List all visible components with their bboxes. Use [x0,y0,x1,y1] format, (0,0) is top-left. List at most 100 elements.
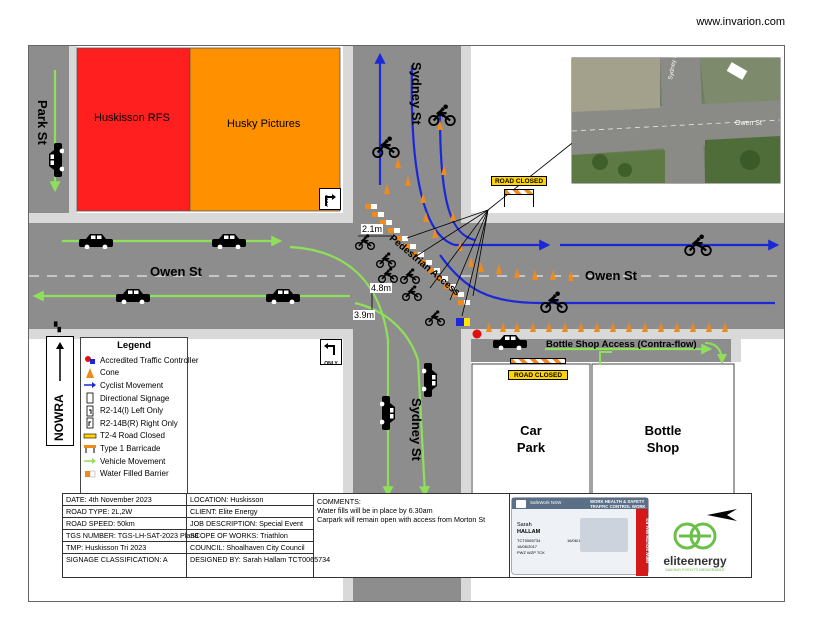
info-location: LOCATION: Huskisson [187,494,313,507]
left-only-sign-icon [86,405,94,417]
info-road-type: ROAD TYPE: 2L,2W [63,506,186,519]
info-column-2: LOCATION: Huskisson CLIENT: Elite Energy… [187,494,331,577]
legend-label: T2-4 Road Closed [100,431,165,441]
legend-label: Vehicle Movement [100,456,166,466]
card-first-name: Sarah [517,522,532,528]
road-closed-sign-bottom: ROAD CLOSED [508,358,568,382]
card-dob: 16/06/1987 [567,538,588,543]
sydney-st-south-label: Sydney St [409,398,424,461]
legend-item: Cone [81,367,187,380]
info-client: CLIENT: Elite Energy [187,506,313,519]
svg-text:Sydney St: Sydney St [668,52,679,80]
bottle-shop-label-line-2: Shop [646,440,680,455]
info-tgs-number: TGS NUMBER: TGS-LH-SAT-2023 Plan8 [63,530,198,543]
dimension-3-9m: 3.9m [353,310,376,320]
legend: Legend Accredited Traffic Controller Con… [80,337,199,494]
card-number: TCT0065734 [517,538,541,543]
card-issue-date: 16/06/2017 [517,544,538,549]
info-designed-by: DESIGNED BY: Sarah Hallam TCT0065734 [190,555,331,565]
watermark-url: www.invarion.com [696,16,785,28]
legend-item: R2-14B(R) Right Only [81,417,187,430]
bottle-shop-label-line-1: Bottle [644,423,682,438]
directional-sign-nowra: NOWRA [46,336,74,446]
barricade-icon [510,358,566,364]
card-state: NEW SOUTH WALES [645,518,651,563]
building-rfs-label: Huskisson RFS [94,112,170,124]
legend-label: R2-14(l) Left Only [100,406,164,416]
bottle-shop-label: Bottle Shop [592,422,734,456]
svg-text:N: N [731,513,736,520]
barricade-icon [84,445,96,454]
road-closed-text-bottom: ROAD CLOSED [508,370,568,380]
card-org: SafeWork NSW [530,500,562,505]
north-arrow-icon: N [707,509,737,521]
right-only-sign-icon [86,417,94,429]
legend-label: Water Filled Barrier [100,469,169,479]
card-photo [580,518,628,552]
sign-post-icon: ▚ [54,322,61,332]
legend-item: Directional Signage [81,392,187,405]
legend-item: R2-14(l) Left Only [81,404,187,417]
barricade-legs [504,195,534,207]
cyclist-arrow-icon [84,382,96,389]
legend-item: Vehicle Movement [81,455,187,468]
park-st-label: Park St [35,100,50,145]
info-tmp: TMP: Huskisson Tri 2023 [63,542,186,555]
info-scope: SCOPE OF WORKS: Triathlon [187,530,313,543]
owen-st-east-label: Owen St [585,268,638,283]
up-arrow-icon [56,342,64,381]
logo-brand: eliteenergy [663,554,727,568]
elite-energy-logo-mark [673,522,717,550]
svg-text:Owen St: Owen St [735,120,762,127]
comment-line: Water fills will be in place by 6.30am [317,506,433,515]
owen-st-west-label: Owen St [150,264,203,279]
water-barrier-icon [85,470,96,477]
card-type: PWZ WZP TCK [517,550,545,555]
elite-energy-logo: eliteenergy MAKING EVENTS MEMORABLE [656,522,734,576]
legend-item: Cyclist Movement [81,379,187,392]
card-holder: Sarah HALLAM [517,522,540,535]
info-comments: COMMENTS: Water fills will be in place b… [314,494,510,577]
sydney-st-north-label: Sydney St [409,62,424,125]
only-text: ONLY [324,361,338,367]
info-road-speed: ROAD SPEED: 50km [63,518,186,531]
card-details: TCT0065734 16/06/2017 PWZ WZP TCK [517,538,545,556]
legend-item: Water Filled Barrier [81,467,187,480]
legend-item: Accredited Traffic Controller [81,354,199,367]
only-text: ONLY [324,195,329,208]
legend-item: Type 1 Barricade [81,442,187,455]
nowra-text: NOWRA [52,394,66,441]
traffic-controller-icon [85,356,95,365]
card-title: WORK HEALTH & SAFETY TRAFFIC CONTROL WOR… [590,499,646,509]
legend-label: Directional Signage [100,393,170,403]
directional-sign-icon [86,392,94,404]
plan-frame [28,45,785,602]
bottle-shop-access-label: Bottle Shop Access (Contra-flow) [546,339,697,350]
barricade-icon [504,189,534,195]
legend-title: Legend [117,340,151,351]
vehicle-arrow-icon [84,458,96,465]
aerial-photo: Owen St Sydney St [571,52,781,184]
comment-line: Carpark will remain open with access fro… [317,515,486,524]
dimension-2-1m: 2.1m [361,224,384,234]
traffic-control-ticket: SafeWork NSW WORK HEALTH & SAFETY TRAFFI… [511,497,651,576]
logo-tagline: MAKING EVENTS MEMORABLE [665,567,725,572]
car-park-label-line-2: Park [516,440,546,455]
legend-label: R2-14B(R) Right Only [100,418,178,428]
legend-label: Type 1 Barricade [100,443,161,453]
road-closed-sign-top: ROAD CLOSED [491,176,547,208]
cone-icon [86,367,94,378]
nsw-logo-icon [516,500,526,508]
info-job-description: JOB DESCRIPTION: Special Event [187,518,313,531]
info-column-1: DATE: 4th November 2023 ROAD TYPE: 2L,2W… [63,494,198,577]
building-husky-label: Husky Pictures [227,118,301,130]
dimension-4-8m: 4.8m [370,283,393,293]
legend-label: Cone [100,368,120,378]
car-park-label: Car Park [472,422,590,456]
info-council: COUNCIL: Shoalhaven City Council [187,542,313,555]
road-closed-sign-icon [83,433,97,439]
right-only-sign-icon: ONLY [319,188,341,210]
info-signage-class: SIGNAGE CLASSIFICATION: A [66,555,168,565]
card-last-name: HALLAM [517,528,541,535]
